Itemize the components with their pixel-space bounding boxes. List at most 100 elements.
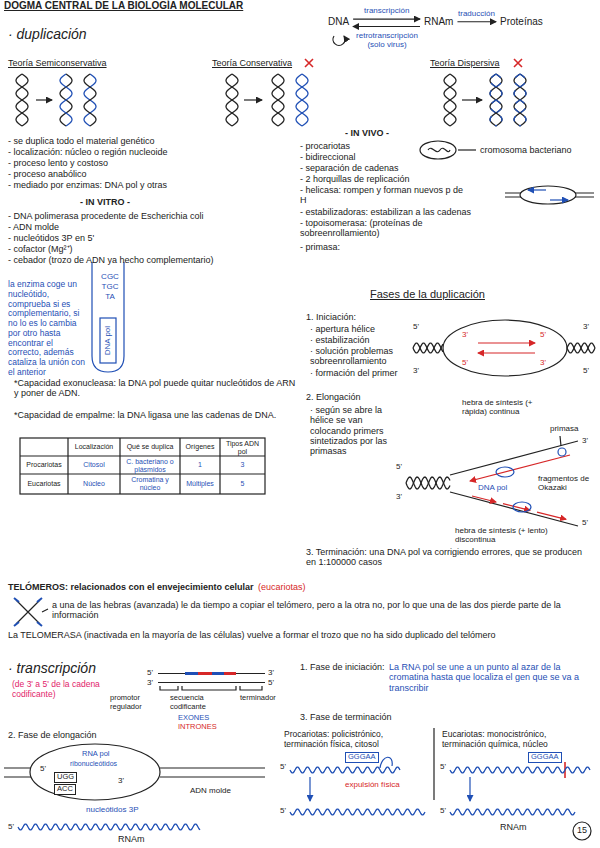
helix-strand	[296, 74, 308, 126]
okazaki-fragment	[537, 512, 566, 519]
note-text: 3. Fase de terminación	[300, 712, 392, 722]
strand-end-label: 5'	[396, 462, 402, 471]
edge-label: transcripción	[364, 6, 409, 15]
concept-node: DNA	[326, 15, 351, 29]
callout-label: fragmentos de Okazaki	[538, 474, 593, 492]
strand-end-label: 5'	[582, 518, 588, 527]
note-text: 1. Iniciación:	[306, 312, 356, 322]
table-cell: Localización	[70, 443, 118, 451]
dna-polymerase	[513, 502, 531, 512]
note-text: · estabilización	[310, 335, 370, 345]
strand-end-label: 3'	[462, 330, 468, 339]
helix-strand	[272, 74, 284, 126]
new-strand	[478, 352, 535, 353]
helix-strand	[567, 343, 595, 353]
strand-end-label: 5'	[462, 358, 468, 367]
note-text: (eucariotas)	[258, 582, 306, 592]
theory-heading: Teoría Dispersiva	[430, 58, 500, 68]
flow-arrow	[353, 26, 420, 27]
table-cell: Procariotas	[22, 461, 66, 469]
flow-arrow	[353, 18, 420, 19]
base-sequence: GGGAA	[528, 752, 562, 763]
table-cell: Eucariotas	[22, 480, 66, 488]
base-sequence: CGC	[99, 272, 121, 281]
okazaki-fragment	[472, 496, 496, 502]
enzyme-label: DNA pol	[103, 321, 112, 361]
divider-line	[433, 728, 434, 800]
note-text: - proceso anabólico	[8, 169, 87, 179]
concept-node: Proteínas	[498, 15, 545, 29]
intron-block	[198, 672, 236, 675]
telomere-cap	[14, 598, 42, 626]
strand-end-label: 5'	[268, 678, 274, 687]
helix-strand	[490, 74, 502, 126]
helix-strand	[514, 74, 526, 126]
table-cell: 1	[182, 461, 218, 469]
enzyme-box	[100, 318, 116, 363]
table-cell: Núcleo	[70, 480, 118, 488]
strand-end-label: 5'	[583, 366, 589, 375]
fork-arrow	[550, 199, 568, 200]
helix-strand	[444, 74, 456, 126]
callout-label: INTRONES	[178, 723, 217, 732]
table-cell: Múltiples	[182, 480, 218, 488]
callout-label: hebra de síntesis (+ rápida) continua	[462, 398, 547, 416]
helix-strand	[84, 74, 96, 126]
helix-strand	[226, 74, 238, 126]
note-text: - nucleótidos 3P en 5'	[8, 233, 94, 243]
step-arrow	[36, 99, 52, 100]
note-text: · apertura hélice	[310, 324, 375, 334]
dna-strand	[505, 193, 594, 197]
note-text: 3. Terminación: una DNA pol va corrigien…	[306, 547, 591, 568]
step-arrow	[469, 777, 470, 801]
note-text: - bidireccional	[300, 152, 356, 162]
note-text: - 2 horquillas de replicación	[300, 174, 410, 184]
region-bracket	[160, 686, 262, 690]
section-heading: TELÓMEROS: relacionados con el envejecim…	[8, 582, 254, 592]
note-text: - DNA polimerasa procedente de Escherich…	[8, 211, 204, 221]
table-cell: Tipos ADN pol	[222, 440, 263, 456]
note-text: a una de las hebras (avanzada) le da tie…	[52, 600, 592, 621]
base-sequence: GGGAA	[345, 752, 379, 763]
callout-label: hebra de síntesis (+ lento) discontinua	[455, 526, 555, 544]
note-text: - primasa:	[300, 242, 340, 252]
step-arrow	[309, 777, 310, 801]
callout-label: primasa	[550, 424, 578, 433]
test-tube	[92, 262, 124, 372]
okazaki-fragment	[503, 504, 530, 511]
helix-strand	[413, 343, 443, 353]
helix-strand	[514, 74, 526, 126]
section-heading: · duplicación	[8, 26, 87, 42]
note-text: - cebador (trozo de ADN ya hecho complem…	[8, 255, 293, 265]
strand-end-label: 5'	[440, 762, 446, 771]
strand-wave	[450, 809, 575, 815]
node-text: RNAm	[424, 16, 453, 28]
concept-node: RNAm	[422, 15, 455, 29]
strand-end-label: 3'	[268, 668, 274, 677]
callout-label: ADN molde	[190, 786, 231, 795]
replication-bubble	[520, 186, 576, 204]
new-strand	[478, 342, 535, 343]
note-text: La RNA pol se une a un punto al azar de …	[389, 662, 594, 693]
rejected-mark	[514, 59, 522, 67]
strand-wave	[290, 767, 400, 773]
note-text: Procariotas: policistrónico, terminación…	[284, 730, 426, 750]
table-cell: 5	[222, 480, 263, 488]
note-text: - ADN molde	[8, 222, 59, 232]
theory-heading: Teoría Semiconservativa	[8, 58, 107, 68]
helix-strand	[16, 74, 28, 126]
bacterial-chromosome	[428, 148, 450, 151]
base-sequence: UGG	[54, 772, 77, 783]
strand-wave	[450, 767, 590, 773]
edge-label: retrotranscripción (solo virus)	[350, 31, 424, 49]
transcription-bubble	[30, 744, 160, 800]
note-text: - procariotas	[300, 141, 350, 151]
table-grid	[20, 438, 265, 494]
note-text: · según se abre la hélice se van colocan…	[310, 405, 390, 457]
node-text: Proteínas	[500, 16, 543, 28]
strand-end-label: 5'	[540, 330, 546, 339]
callout-label: secuencia codificante	[170, 694, 230, 711]
pointer-line	[42, 609, 48, 612]
primase-dot	[558, 448, 566, 456]
